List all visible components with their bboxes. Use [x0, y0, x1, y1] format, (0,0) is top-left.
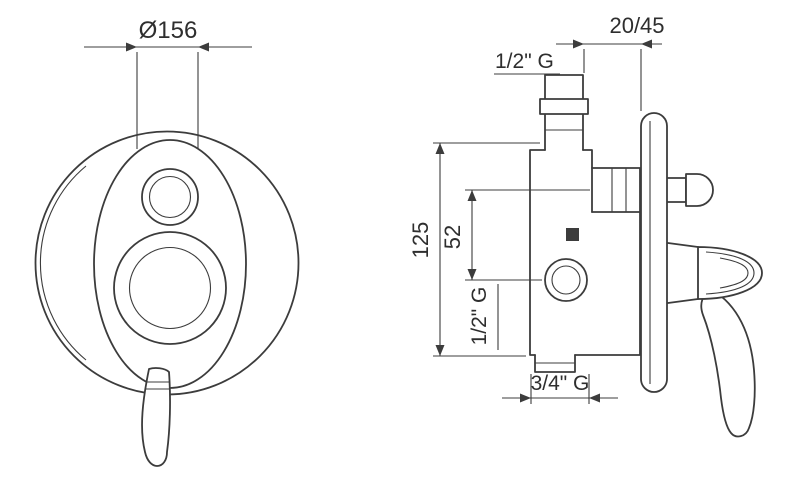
dim-top-thread: 1/2" G — [494, 50, 560, 75]
dimension-annotations: Ø156 20/45 1/2" G 125 — [84, 13, 665, 404]
dim-height-125: 125 — [408, 142, 540, 357]
top-thread-label: 1/2" G — [495, 50, 554, 73]
cap-groove-1 — [705, 251, 755, 295]
lever-handle-front — [141, 367, 171, 467]
diverter-knob-inner — [148, 175, 192, 219]
dim-depth-range: 20/45 — [556, 13, 665, 111]
cap-neck-bottom — [667, 298, 699, 304]
diverter-knob-front — [141, 168, 199, 226]
wall-flange-side — [640, 112, 668, 393]
diameter-label: Ø156 — [139, 17, 198, 44]
dim-diameter: Ø156 — [84, 17, 252, 149]
faceplate-rim-arc — [39, 165, 87, 361]
valve-body-outline — [529, 149, 641, 356]
cap-dome — [697, 246, 763, 300]
offset-arrow-top — [467, 190, 477, 201]
diameter-arrow-right — [198, 42, 209, 52]
offset-label: 52 — [440, 225, 465, 249]
lever-blade-front — [141, 367, 171, 467]
side-outlet-boss-outer — [544, 258, 588, 302]
depth-arrow-left — [573, 39, 584, 49]
side-thread-label: 1/2" G — [468, 287, 491, 346]
dim-bottom-thread: 3/4" G — [502, 372, 618, 404]
height-arrow-top — [435, 143, 445, 154]
side-outlet-boss-inner — [551, 265, 581, 295]
offset-arrow-bottom — [467, 269, 477, 280]
faceplate-outline — [34, 130, 300, 396]
diameter-arrow-left — [126, 42, 137, 52]
control-hub-front — [113, 231, 227, 345]
cap-neck-top — [667, 242, 699, 248]
front-view — [34, 130, 300, 467]
dim-offset-52: 52 — [440, 189, 590, 281]
bottom-thread-arrow-right — [589, 393, 600, 403]
control-hub-inner — [128, 246, 212, 330]
diverter-end-knob — [685, 173, 714, 207]
side-view — [529, 74, 763, 438]
depth-range-label: 20/45 — [609, 13, 664, 38]
escutcheon-oval — [93, 139, 247, 389]
bottom-thread-arrow-left — [520, 393, 531, 403]
lever-handle-side — [700, 289, 756, 438]
stop-screw-detail — [566, 228, 579, 241]
diverter-stem-side — [667, 173, 714, 207]
diverter-stem — [667, 177, 687, 203]
diverter-knob-outer — [141, 168, 199, 226]
height-arrow-bottom — [435, 345, 445, 356]
diverter-hex-nut — [591, 167, 641, 213]
height-label: 125 — [408, 222, 433, 259]
dim-side-thread: 1/2" G — [468, 284, 499, 350]
top-pipe-union-nut — [539, 98, 589, 115]
depth-arrow-right — [641, 39, 652, 49]
control-hub-outer — [113, 231, 227, 345]
cap-groove-2 — [719, 257, 749, 289]
bottom-thread-label: 3/4" G — [531, 372, 590, 395]
handle-cap-side — [667, 242, 763, 304]
